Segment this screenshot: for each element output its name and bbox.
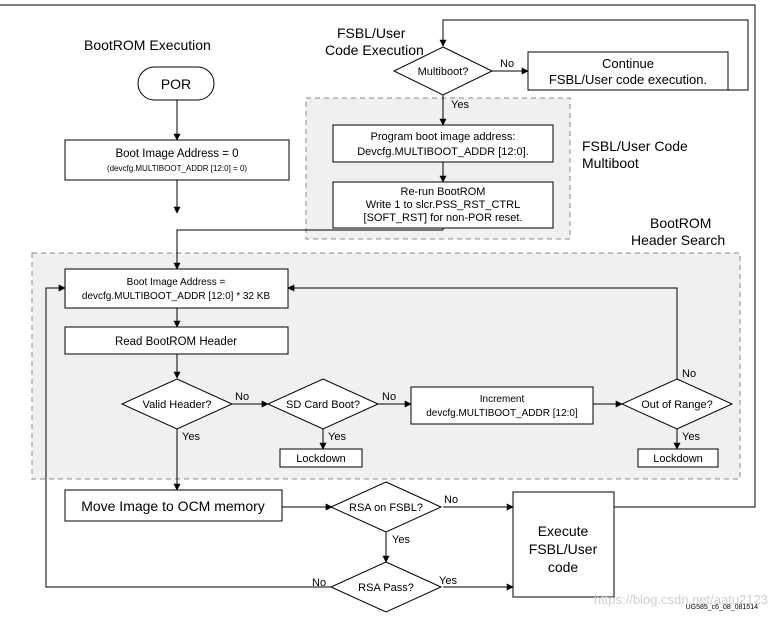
lockdown-2-label: Lockdown: [653, 453, 703, 465]
execute-box: Execute FSBL/User code: [512, 491, 615, 598]
range-yes-label: Yes: [682, 431, 700, 443]
rerun-line-1: Re-run BootROM: [401, 186, 486, 198]
rsa-fsbl-no-label: No: [444, 494, 458, 506]
move-image-label: Move Image to OCM memory: [81, 498, 265, 514]
connectors: [0, 4, 756, 591]
rerun-line-3: [SOFT_RST] for non-POR reset.: [364, 212, 523, 224]
continue-box: Continue FSBL/User code execution.: [527, 51, 729, 91]
watermark: https://blog.csdn.net/aatu2123: [594, 592, 768, 607]
program-address-box: Program boot image address: Devcfg.MULTI…: [332, 124, 554, 163]
increment-box: Increment devcfg.MULTIBOOT_ADDR [12:0]: [410, 386, 594, 425]
boot-address-kb-box: Boot Image Address = devcfg.MULTIBOOT_AD…: [64, 268, 289, 309]
move-image-box: Move Image to OCM memory: [64, 489, 283, 522]
sd-card-decision: SD Card Boot?: [266, 378, 380, 430]
execute-line-3: code: [548, 559, 579, 575]
valid-no-label: No: [235, 391, 249, 403]
multiboot-decision: Multiboot?: [392, 46, 494, 96]
header-search-label-2: Header Search: [631, 232, 725, 248]
rsa-fsbl-decision: RSA on FSBL?: [329, 481, 443, 533]
valid-header-decision: Valid Header?: [120, 378, 234, 430]
boot-address-kb-line-2: devcfg.MULTIBOOT_ADDR [12:0] * 32 KB: [82, 291, 271, 302]
continue-line-1: Continue: [602, 56, 654, 71]
figure-id: UG585_c6_08_081514: [686, 604, 759, 611]
header-search-label-1: BootROM: [650, 215, 711, 231]
multiboot-no-label: No: [500, 58, 514, 70]
range-no-label: No: [682, 368, 696, 380]
lockdown-1-label: Lockdown: [296, 453, 346, 465]
sd-card-question: SD Card Boot?: [286, 399, 360, 411]
sd-no-label: No: [382, 391, 396, 403]
sd-yes-label: Yes: [328, 431, 346, 443]
read-header-label: Read BootROM Header: [115, 336, 237, 348]
multiboot-question: Multiboot?: [418, 66, 469, 78]
program-address-line-1: Program boot image address:: [371, 131, 516, 143]
rsa-pass-question: RSA Pass?: [358, 582, 414, 594]
valid-yes-label: Yes: [182, 431, 200, 443]
program-address-line-2: Devcfg.MULTIBOOT_ADDR [12:0].: [357, 146, 529, 158]
bootrom-execution-label: BootROM Execution: [84, 37, 211, 53]
execute-line-2: FSBL/User: [529, 541, 598, 557]
boot-address-zero-box: Boot Image Address = 0 (devcfg.MULTIBOOT…: [64, 139, 290, 181]
rsa-pass-no-label: No: [312, 577, 326, 589]
increment-line-1: Increment: [480, 394, 525, 405]
rsa-pass-yes-label: Yes: [439, 575, 457, 587]
rsa-fsbl-question: RSA on FSBL?: [349, 502, 423, 514]
fsbl-multiboot-label-2: Multiboot: [582, 155, 639, 171]
out-of-range-decision: Out of Range?: [620, 378, 734, 430]
fsbl-exec-label-2: Code Execution: [325, 42, 424, 58]
multiboot-yes-label: Yes: [451, 99, 469, 111]
boot-address-zero-line-2: (devcfg.MULTIBOOT_ADDR [12:0] = 0): [107, 164, 247, 173]
rsa-fsbl-yes-label: Yes: [392, 534, 410, 546]
fsbl-multiboot-label-1: FSBL/User Code: [582, 138, 688, 154]
por-label: POR: [161, 76, 191, 92]
lockdown-box-2: Lockdown: [637, 448, 719, 468]
lockdown-box-1: Lockdown: [279, 448, 363, 468]
read-header-box: Read BootROM Header: [64, 326, 289, 355]
execute-line-1: Execute: [538, 523, 589, 539]
rerun-bootrom-box: Re-run BootROM Write 1 to slcr.PSS_RST_C…: [332, 181, 554, 229]
out-of-range-question: Out of Range?: [641, 399, 713, 411]
fsbl-exec-label-1: FSBL/User: [337, 25, 406, 41]
rerun-line-2: Write 1 to slcr.PSS_RST_CTRL: [366, 199, 520, 211]
increment-line-2: devcfg.MULTIBOOT_ADDR [12:0]: [426, 408, 578, 419]
continue-line-2: FSBL/User code execution.: [549, 72, 707, 87]
por-node: POR: [137, 66, 215, 101]
boot-address-zero-line-1: Boot Image Address = 0: [115, 148, 238, 160]
valid-header-question: Valid Header?: [143, 399, 212, 411]
boot-address-kb-line-1: Boot Image Address =: [127, 277, 226, 288]
rsa-pass-decision: RSA Pass?: [329, 561, 443, 613]
